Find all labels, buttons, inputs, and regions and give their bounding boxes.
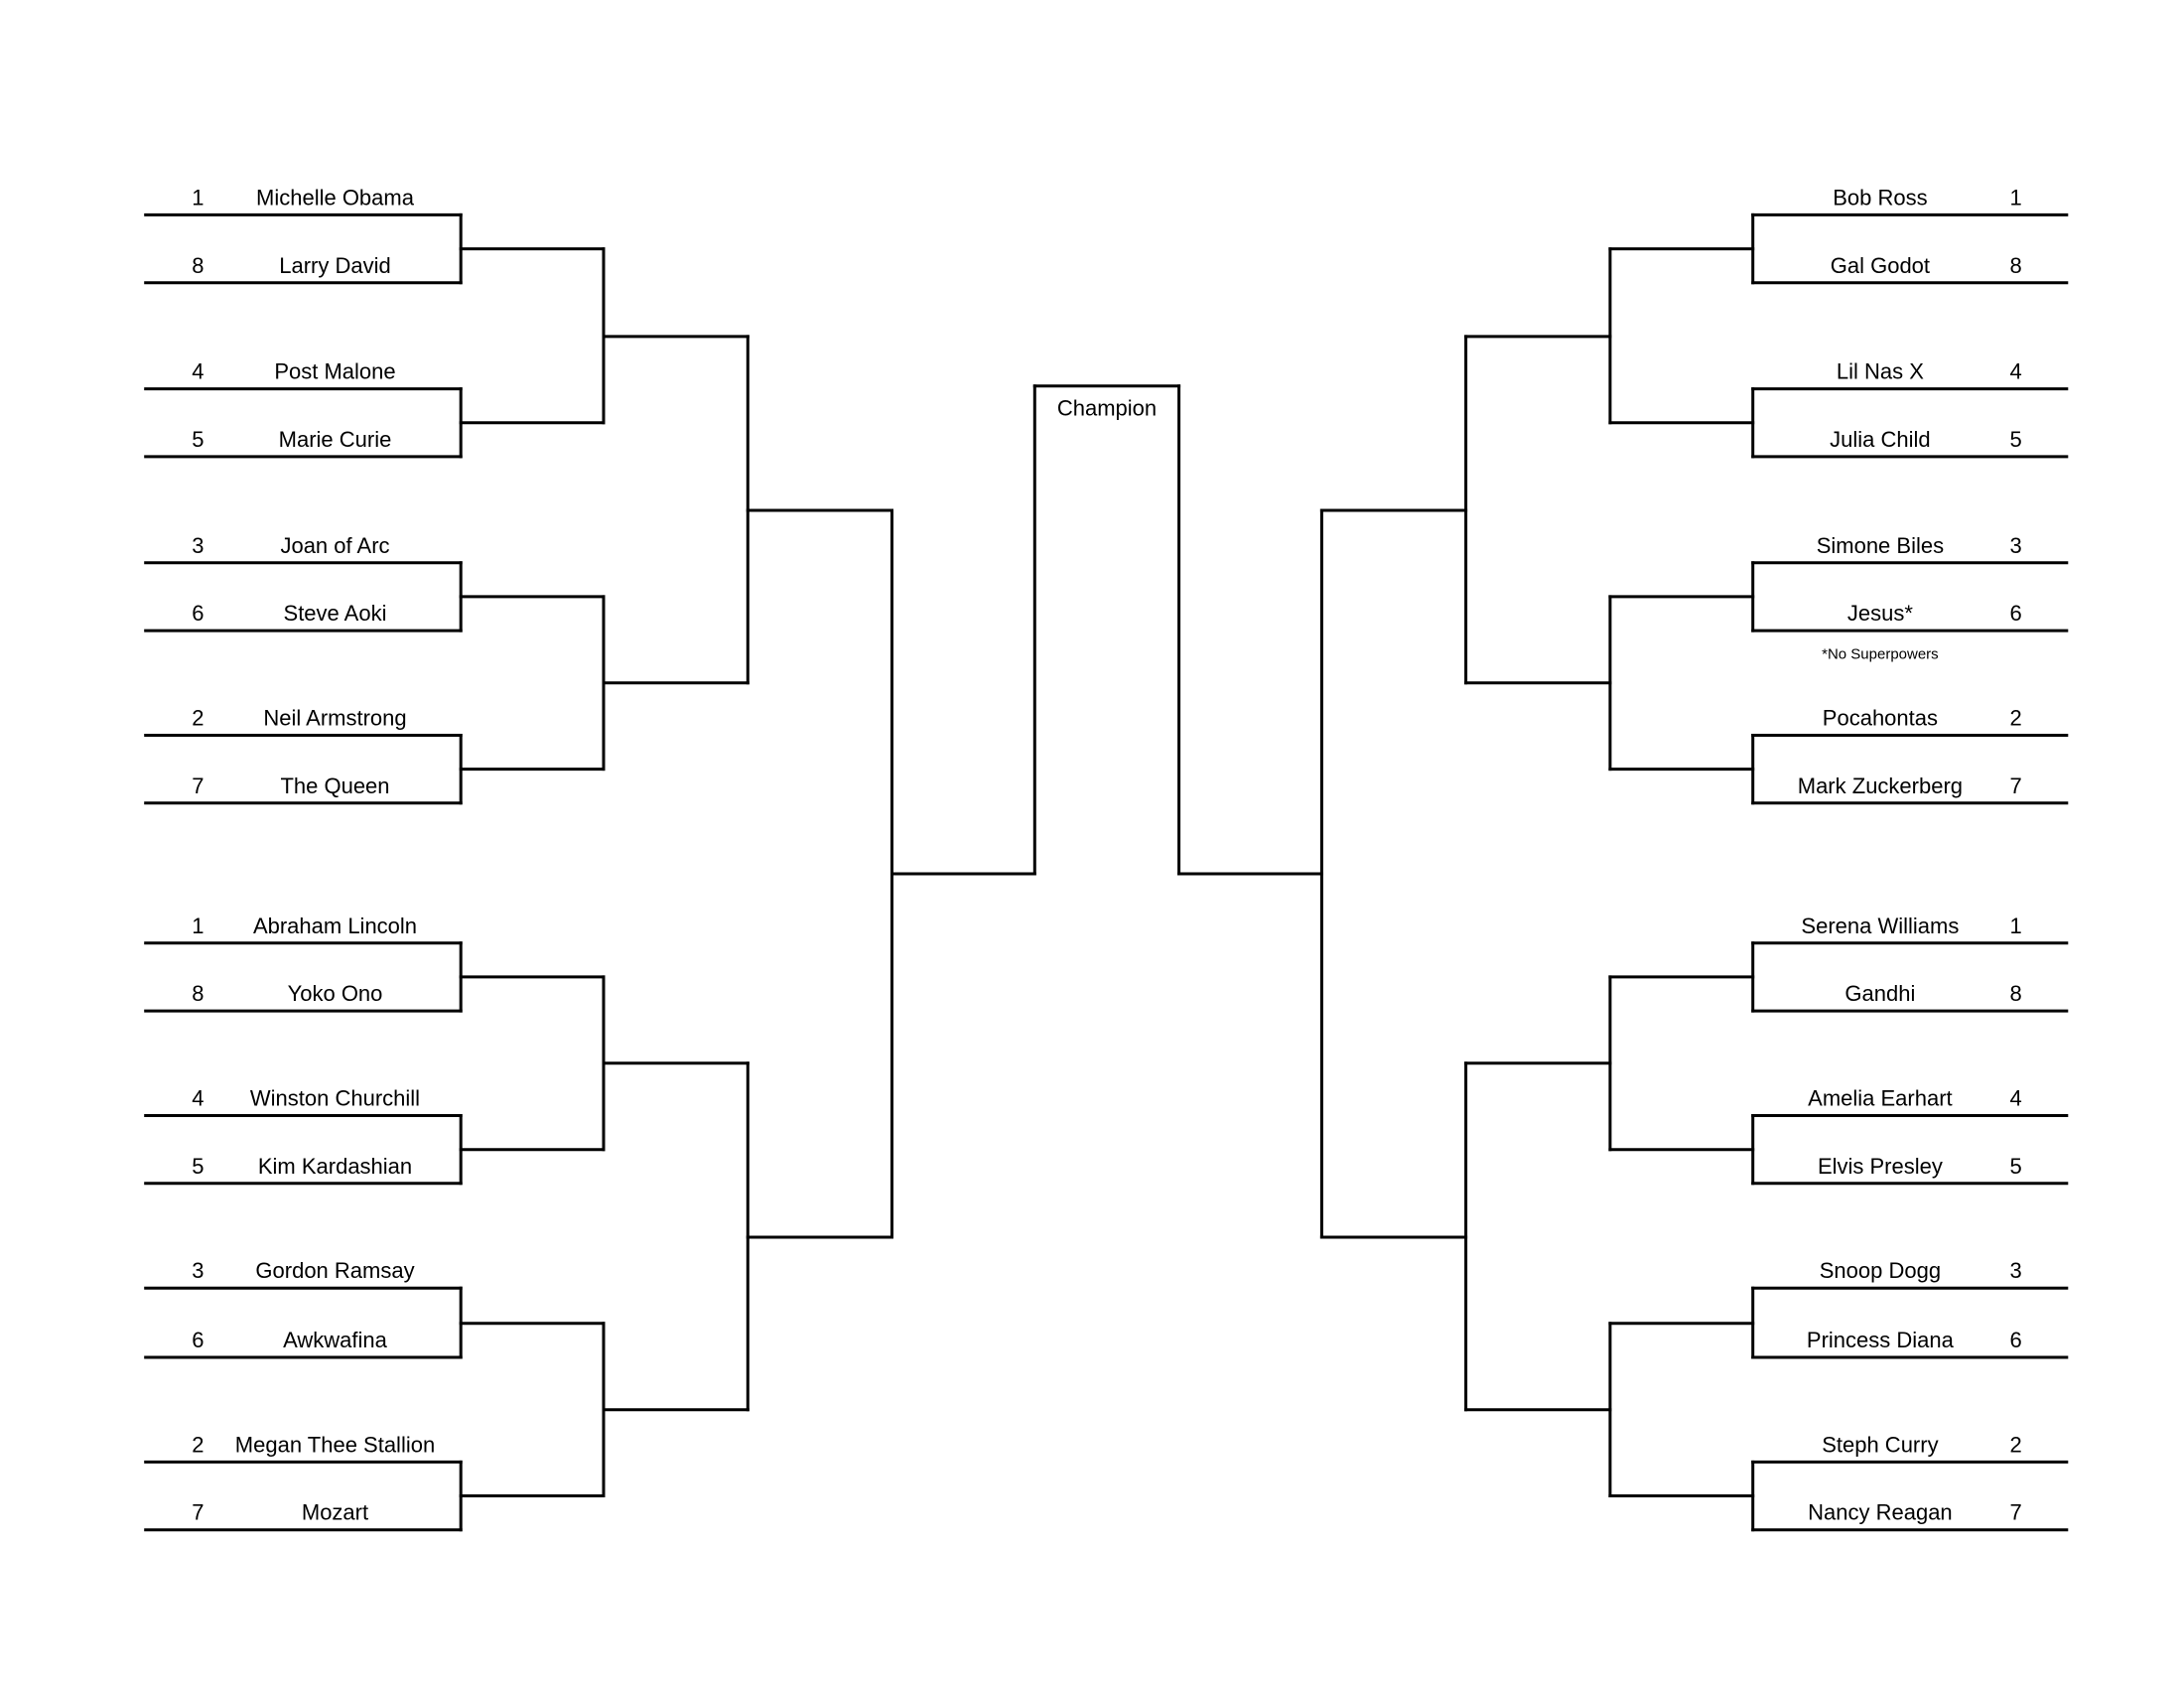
left-seed-number: 4 bbox=[192, 1086, 204, 1111]
right-seed-number: 5 bbox=[2009, 427, 2021, 452]
left-competitor-name: Marie Curie bbox=[279, 427, 392, 452]
bracket-labels: 1 Michelle Obama 8 Larry David 4 Post Malone 5… bbox=[192, 186, 2021, 1525]
left-seed-number: 8 bbox=[192, 253, 204, 278]
right-competitor-name: Lil Nas X bbox=[1837, 359, 1924, 384]
right-competitor-name: Gal Godot bbox=[1831, 253, 1930, 278]
left-competitor-name: Awkwafina bbox=[283, 1328, 388, 1352]
right-seed-number: 3 bbox=[2009, 1258, 2021, 1283]
right-seed-number: 6 bbox=[2009, 601, 2021, 626]
left-seed-number: 2 bbox=[192, 1432, 204, 1457]
left-seed-number: 3 bbox=[192, 1258, 204, 1283]
left-competitor-name: Michelle Obama bbox=[256, 186, 415, 211]
left-seed-number: 7 bbox=[192, 1500, 204, 1525]
left-competitor-name: Post Malone bbox=[274, 359, 395, 384]
left-competitor-name: Steve Aoki bbox=[284, 601, 387, 626]
right-competitor-name: Steph Curry bbox=[1822, 1432, 1938, 1457]
right-competitor-name: Nancy Reagan bbox=[1808, 1500, 1953, 1525]
right-seed-number: 2 bbox=[2009, 706, 2021, 731]
left-competitor-name: Mozart bbox=[302, 1500, 368, 1525]
left-seed-number: 2 bbox=[192, 706, 204, 731]
right-seed-number: 7 bbox=[2009, 1500, 2021, 1525]
right-competitor-name: Pocahontas bbox=[1823, 706, 1938, 731]
right-seed-number: 2 bbox=[2009, 1432, 2021, 1457]
left-seed-number: 8 bbox=[192, 981, 204, 1006]
right-competitor-name: Julia Child bbox=[1830, 427, 1931, 452]
left-competitor-name: Abraham Lincoln bbox=[253, 914, 417, 938]
left-seed-number: 5 bbox=[192, 427, 204, 452]
right-competitor-name: Serena Williams bbox=[1801, 914, 1959, 938]
left-competitor-name: Megan Thee Stallion bbox=[235, 1432, 435, 1457]
left-competitor-name: Neil Armstrong bbox=[263, 706, 406, 731]
right-competitor-name: Jesus* bbox=[1847, 601, 1913, 626]
left-seed-number: 4 bbox=[192, 359, 204, 384]
left-seed-number: 6 bbox=[192, 601, 204, 626]
right-seed-number: 6 bbox=[2009, 1328, 2021, 1352]
right-seed-number: 1 bbox=[2009, 186, 2021, 211]
footnote: *No Superpowers bbox=[1822, 646, 1939, 663]
right-seed-number: 4 bbox=[2009, 1086, 2021, 1111]
left-seed-number: 5 bbox=[192, 1154, 204, 1179]
left-competitor-name: Gordon Ramsay bbox=[255, 1258, 414, 1283]
right-competitor-name: Amelia Earhart bbox=[1808, 1086, 1953, 1111]
right-seed-number: 5 bbox=[2009, 1154, 2021, 1179]
left-seed-number: 1 bbox=[192, 914, 204, 938]
left-seed-number: 1 bbox=[192, 186, 204, 211]
right-seed-number: 7 bbox=[2009, 774, 2021, 798]
right-competitor-name: Elvis Presley bbox=[1818, 1154, 1943, 1179]
right-competitor-name: Mark Zuckerberg bbox=[1798, 774, 1963, 798]
left-competitor-name: Winston Churchill bbox=[250, 1086, 420, 1111]
left-competitor-name: Joan of Arc bbox=[280, 533, 389, 558]
left-seed-number: 3 bbox=[192, 533, 204, 558]
left-competitor-name: The Queen bbox=[280, 774, 389, 798]
left-competitor-name: Kim Kardashian bbox=[258, 1154, 412, 1179]
right-seed-number: 8 bbox=[2009, 253, 2021, 278]
right-competitor-name: Gandhi bbox=[1844, 981, 1915, 1006]
left-seed-number: 7 bbox=[192, 774, 204, 798]
left-competitor-name: Larry David bbox=[279, 253, 390, 278]
left-competitor-name: Yoko Ono bbox=[288, 981, 383, 1006]
champion-label: Champion bbox=[1057, 396, 1157, 421]
right-seed-number: 3 bbox=[2009, 533, 2021, 558]
right-competitor-name: Princess Diana bbox=[1807, 1328, 1955, 1352]
bracket-lines bbox=[144, 212, 2069, 1532]
right-seed-number: 4 bbox=[2009, 359, 2021, 384]
right-competitor-name: Snoop Dogg bbox=[1820, 1258, 1941, 1283]
right-seed-number: 1 bbox=[2009, 914, 2021, 938]
right-competitor-name: Bob Ross bbox=[1833, 186, 1927, 211]
right-seed-number: 8 bbox=[2009, 981, 2021, 1006]
left-seed-number: 6 bbox=[192, 1328, 204, 1352]
right-competitor-name: Simone Biles bbox=[1817, 533, 1944, 558]
